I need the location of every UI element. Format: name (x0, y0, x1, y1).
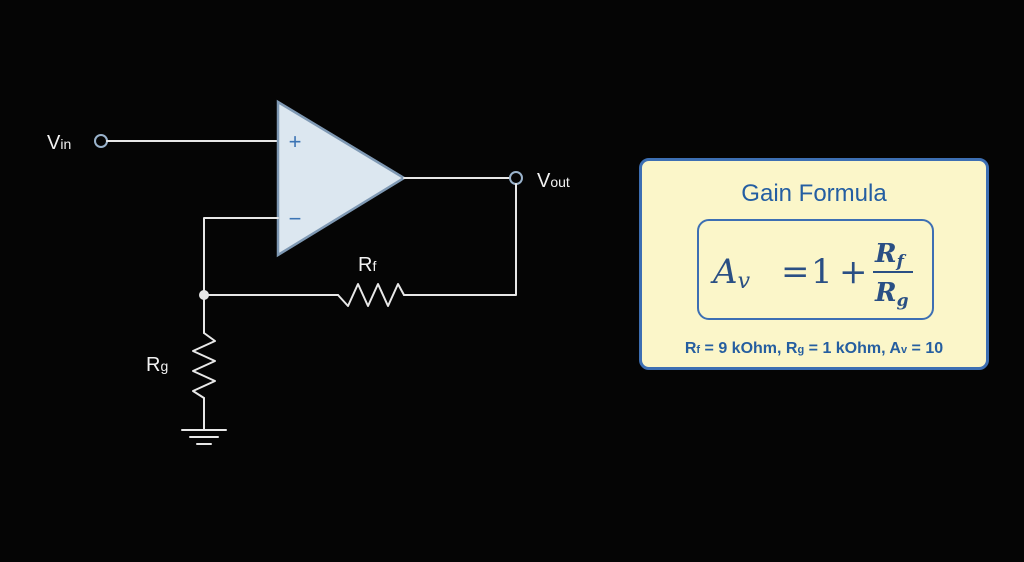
equation-lhs: Av (710, 252, 751, 294)
equation-denominator: Rg (874, 278, 909, 311)
opamp-triangle (276, 99, 407, 258)
ground-symbol (181, 429, 227, 445)
gain-formula-card: Gain Formula Av = 1 + Rf Rg Rf = 9 kOhm,… (639, 158, 989, 370)
gain-equation: Av = 1 + Rf Rg (710, 239, 913, 311)
formula-equation-box: Av = 1 + Rf Rg (697, 219, 934, 320)
formula-title: Gain Formula (741, 180, 887, 207)
vin-terminal (94, 134, 108, 148)
noninverting-input-sign: + (289, 129, 302, 154)
equation-equals: = (781, 252, 810, 292)
inverting-input-wire (203, 217, 279, 296)
rg-resistor (192, 332, 216, 399)
vout-label: Vout (537, 170, 570, 192)
component-values: Rf = 9 kOhm, Rg = 1 kOhm, Av = 10 (684, 340, 944, 357)
rg-label: Rg (146, 354, 168, 376)
rf-resistor (337, 283, 405, 307)
vout-terminal (509, 171, 523, 185)
feedback-wire-right (403, 183, 517, 296)
equation-plus: + (839, 252, 868, 292)
rf-label: Rf (358, 254, 376, 276)
vin-label: Vin (47, 132, 71, 154)
equation-numerator: Rf (874, 239, 907, 272)
inverting-input-sign: − (289, 206, 302, 231)
equation-one: 1 (811, 252, 833, 292)
